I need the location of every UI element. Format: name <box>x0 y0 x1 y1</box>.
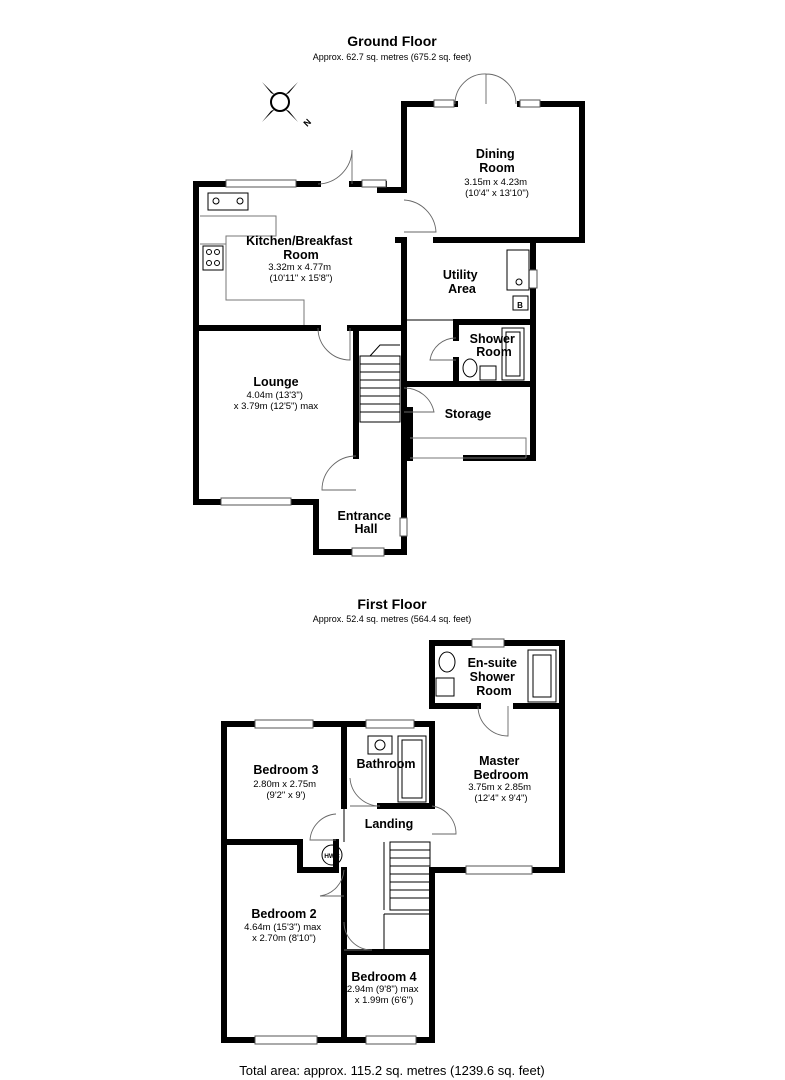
bedroom2-label: Bedroom 2 <box>251 907 316 921</box>
first-room-labels: En-suite Shower Room Master Bedroom 3.75… <box>244 656 533 1006</box>
utility-label: Utility Area <box>443 268 481 296</box>
bathroom-label: Bathroom <box>356 757 415 771</box>
lounge-dims: 4.04m (13'3") x 3.79m (12'5") max <box>234 390 319 412</box>
dining-room-label: Dining Room <box>476 147 518 175</box>
bedroom3-dims: 2.80m x 2.75m (9'2" x 9') <box>253 779 318 801</box>
bedroom3-label: Bedroom 3 <box>253 763 318 777</box>
storage-label: Storage <box>445 407 492 421</box>
boiler-label: B <box>517 301 523 310</box>
dining-room-dims: 3.15m x 4.23m (10'4" x 13'10") <box>464 177 529 199</box>
bedroom4-label: Bedroom 4 <box>351 970 416 984</box>
ensuite-label: En-suite Shower Room <box>468 656 521 698</box>
ground-floor-title: Ground Floor <box>347 33 437 49</box>
landing-label: Landing <box>365 817 414 831</box>
ground-floor-area: Approx. 62.7 sq. metres (675.2 sq. feet) <box>313 52 472 62</box>
ground-room-labels: Dining Room 3.15m x 4.23m (10'4" x 13'10… <box>234 147 529 536</box>
shower-room-label: Shower Room <box>470 332 519 359</box>
total-area: Total area: approx. 115.2 sq. metres (12… <box>239 1063 544 1078</box>
lounge-label: Lounge <box>253 375 298 389</box>
first-floor-title: First Floor <box>357 596 427 612</box>
kitchen-label: Kitchen/Breakfast Room <box>246 234 356 262</box>
entrance-hall-label: Entrance Hall <box>338 509 395 536</box>
ground-floor-plan: B <box>193 73 585 557</box>
compass-north-label: N <box>301 117 313 129</box>
bedroom2-dims: 4.64m (15'3") max x 2.70m (8'10") <box>244 922 324 944</box>
bedroom4-dims: 2.94m (9'8") max x 1.99m (6'6") <box>347 984 421 1006</box>
first-floor-area: Approx. 52.4 sq. metres (564.4 sq. feet) <box>313 614 472 624</box>
master-bedroom-dims: 3.75m x 2.85m (12'4" x 9'4") <box>468 782 533 804</box>
kitchen-dims: 3.32m x 4.77m (10'11" x 15'8") <box>268 262 333 284</box>
first-floor-plan: HWC <box>221 638 565 1045</box>
compass-icon: N <box>262 82 313 129</box>
hwc-label: HWC <box>324 853 340 860</box>
master-bedroom-label: Master Bedroom <box>474 754 529 782</box>
